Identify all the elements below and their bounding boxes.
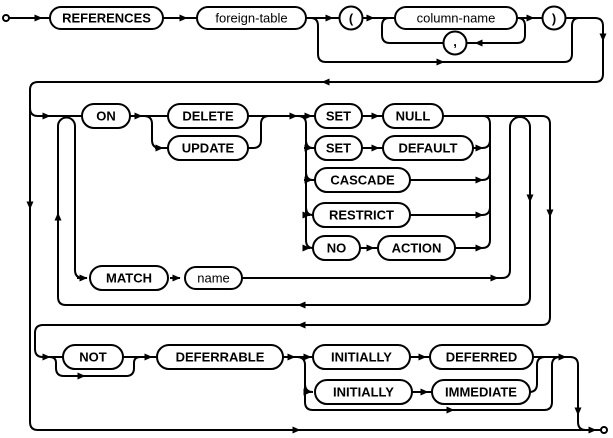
wire-initially-split-b392 [304,383,314,393]
svg-text:SET: SET [326,109,351,124]
svg-text:ON: ON [96,109,116,124]
node-rparen: ) [541,5,567,31]
node-set-1: SET [314,103,363,129]
svg-text:MATCH: MATCH [106,271,152,286]
svg-text:NOT: NOT [79,350,107,365]
node-initially-1: INITIALLY [312,344,411,370]
wire-restrict-exit [410,172,491,216]
wire-paren-bypass [310,17,580,63]
svg-text:(: ( [349,11,354,26]
node-null: NULL [382,103,444,129]
svg-text:NO: NO [327,241,347,256]
svg-text:DELETE: DELETE [182,109,234,124]
wire-action-split-b148 [305,139,315,149]
node-immediate: IMMEDIATE [431,379,531,405]
svg-text:RESTRICT: RESTRICT [329,208,394,223]
svg-text:UPDATE: UPDATE [182,141,235,156]
svg-text:): ) [552,11,556,26]
svg-text:NULL: NULL [396,109,431,124]
wire-match-return [57,116,531,306]
wire-null-exit-and-loop-exit [34,115,551,358]
end-terminal [600,426,608,434]
svg-text:IMMEDIATE: IMMEDIATE [445,385,517,400]
node-no: NO [312,235,361,261]
wire-action-split-b215 [305,206,314,216]
wire-action-split-b180 [305,171,315,181]
svg-text:foreign-table: foreign-table [215,11,287,26]
node-action: ACTION [377,235,456,261]
wire-merge-rail-top [482,115,491,125]
svg-text:column-name: column-name [417,11,496,26]
wire-loop-entry [29,107,82,117]
svg-text:CASCADE: CASCADE [330,173,395,188]
node-on: ON [81,103,131,129]
node-update: UPDATE [167,135,249,161]
node-name: name [184,266,243,290]
node-deferred: DEFERRED [429,344,534,370]
svg-text:INITIALLY: INITIALLY [331,350,392,365]
node-initially-2: INITIALLY [314,379,413,405]
node-match: MATCH [89,265,169,291]
node-default: DEFAULT [382,135,474,161]
nodes: REFERENCES foreign-table ( column-name ,… [2,5,608,434]
node-comma: , [442,30,468,56]
start-terminal [2,14,10,22]
node-lparen: ( [338,5,364,31]
svg-text:DEFERRABLE: DEFERRABLE [176,350,265,365]
wire-not-bypass [49,356,141,377]
wire-initially-split [296,356,561,411]
svg-text:INITIALLY: INITIALLY [333,385,394,400]
node-foreign-table: foreign-table [196,6,307,30]
svg-text:REFERENCES: REFERENCES [62,11,151,26]
svg-text:,: , [453,34,457,49]
node-delete: DELETE [167,103,249,129]
node-restrict: RESTRICT [312,202,411,228]
wire-update-branch [143,115,168,149]
svg-text:DEFERRED: DEFERRED [446,350,518,365]
wire-default-exit [473,124,491,149]
wire-final-exit [533,356,587,431]
arrows [26,14,607,434]
wire-loop-cap-left-to-match [57,116,84,297]
wire-action-split [297,115,314,249]
wire-main-spine [29,17,604,431]
svg-text:DEFAULT: DEFAULT [399,141,458,156]
node-deferrable: DEFERRABLE [156,344,284,370]
svg-text:SET: SET [326,141,351,156]
node-column-name: column-name [394,6,518,30]
svg-text:name: name [197,271,230,286]
wire-update-merge [248,115,270,149]
node-cascade: CASCADE [314,167,411,193]
svg-text:ACTION: ACTION [392,241,442,256]
node-set-2: SET [314,135,363,161]
node-not: NOT [62,344,124,370]
wire-noaction-exit [455,207,491,249]
node-references: REFERENCES [49,6,164,30]
